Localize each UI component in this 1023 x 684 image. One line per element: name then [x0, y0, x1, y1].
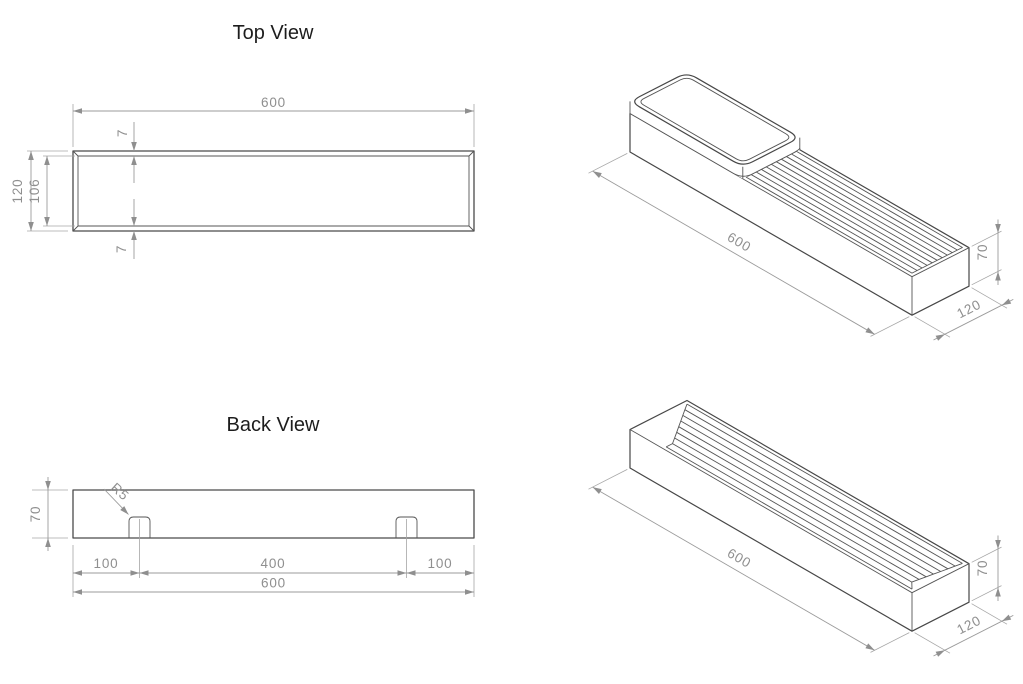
dim-label-bottom-inset: 7: [114, 245, 129, 253]
back-view-part-outline: [72, 489, 475, 578]
iso-bottom-dim-height: 70: [971, 535, 1002, 602]
back-view-dim-fillet: R5: [103, 480, 132, 515]
dim-label-iso-top-depth: 120: [954, 297, 983, 322]
dim-label-back-total-width: 600: [261, 576, 286, 591]
back-view: Back View R5 70 100 400 1: [28, 414, 475, 597]
top-view-dim-top-inset: 7: [115, 122, 137, 183]
iso-top-dim-height: 70: [971, 219, 1002, 286]
dim-label-iso-top-length: 600: [725, 229, 754, 254]
iso-top-dim-depth: 120: [914, 287, 1014, 341]
dim-label-right-offset: 100: [428, 556, 453, 571]
top-view-part-outline: [72, 150, 475, 232]
dim-label-fillet: R5: [108, 480, 132, 504]
dim-label-iso-bottom-height: 70: [975, 560, 990, 577]
back-view-dim-spacing: 100 400 100 600: [72, 545, 475, 597]
dim-label-top-inner-height: 106: [27, 179, 42, 204]
top-view-dim-width: 600: [72, 95, 475, 147]
dim-label-back-height: 70: [28, 506, 43, 523]
back-view-dim-height: 70: [28, 477, 68, 551]
iso-view-top: 600 70 120: [588, 74, 1014, 341]
dim-label-iso-top-height: 70: [975, 244, 990, 261]
iso-bottom-part: [629, 399, 970, 632]
iso-bottom-dim-length: 600: [588, 469, 910, 653]
keyhole-slot-right: [395, 516, 418, 538]
keyhole-slot-left: [128, 516, 151, 538]
top-view-dim-bottom-inset: 7: [114, 199, 137, 259]
back-view-title: Back View: [226, 414, 320, 436]
dim-label-top-width: 600: [261, 95, 286, 110]
dim-label-top-height: 120: [10, 179, 25, 204]
dim-label-top-inset: 7: [115, 129, 130, 137]
dim-label-iso-bottom-length: 600: [725, 545, 754, 570]
top-view-dim-height: 120: [10, 150, 68, 232]
tray-lid: [629, 74, 801, 179]
dim-label-center-span: 400: [261, 556, 286, 571]
iso-view-bottom: 600 70 120: [588, 399, 1014, 657]
dim-label-iso-bottom-depth: 120: [954, 613, 983, 638]
top-view-dim-inner-height: 106: [27, 155, 75, 227]
dim-label-left-offset: 100: [94, 556, 119, 571]
top-view-title: Top View: [233, 22, 314, 44]
top-view: Top View 600 7 120 106: [10, 22, 475, 259]
iso-top-part: [629, 74, 970, 316]
